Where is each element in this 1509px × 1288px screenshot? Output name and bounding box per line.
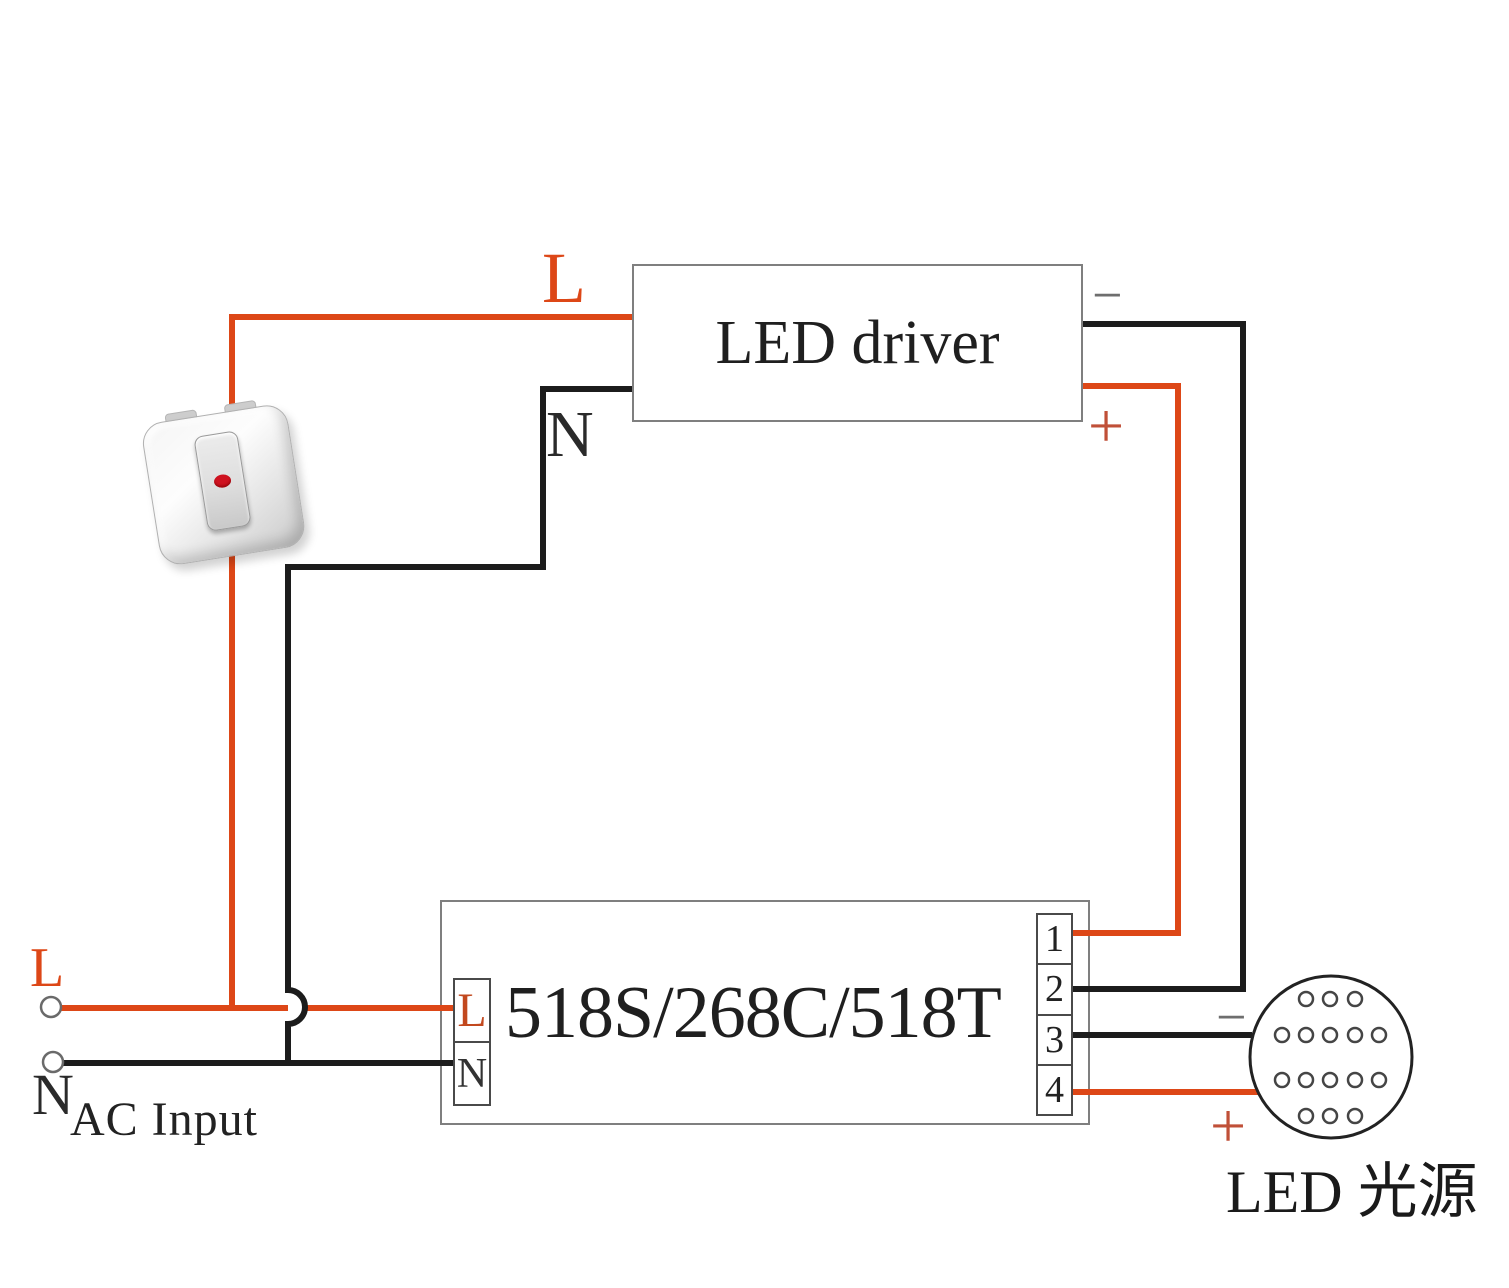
terminal-3: 3 — [1038, 1016, 1071, 1066]
ac-live-label: L — [30, 937, 65, 999]
controller-input-terminal-strip: L N — [453, 978, 491, 1106]
controller-box — [440, 900, 1090, 1125]
ac-live-terminal-circle — [39, 995, 63, 1019]
controller-output-terminal-strip: 1 2 3 4 — [1036, 913, 1073, 1116]
wire-live-driver-to-switch — [229, 314, 632, 1008]
terminal-2: 2 — [1038, 965, 1071, 1016]
controller-label: 518S/268C/518T — [505, 971, 1002, 1054]
wall-switch[interactable] — [139, 399, 308, 568]
switch-indicator-dot — [212, 473, 232, 489]
lamp-plus-sign: + — [1210, 1090, 1247, 1161]
wire-neutral-terminal2-to-driver-minus — [1073, 321, 1246, 992]
driver-plus-sign: + — [1088, 390, 1125, 461]
live-wire-label: L — [542, 238, 586, 318]
neutral-wire-label: N — [546, 398, 594, 471]
ac-neutral-label: N — [32, 1062, 74, 1127]
led-lamp-circle — [1248, 974, 1414, 1140]
terminal-1: 1 — [1038, 915, 1071, 966]
ac-input-caption: AC Input — [70, 1093, 258, 1146]
terminal-4: 4 — [1045, 1068, 1064, 1111]
lamp-minus-sign: − — [1216, 987, 1247, 1047]
terminal-l: L — [455, 980, 489, 1043]
driver-minus-sign: − — [1092, 265, 1123, 325]
wire-neutral-driver-to-ac — [285, 386, 632, 1063]
wire-live-terminal1-to-driver-plus — [1073, 383, 1181, 936]
ac-neutral-terminal-circle — [41, 1050, 65, 1074]
led-lamp-dots — [1273, 990, 1388, 1125]
lamp-caption: LED 光源 — [1226, 1159, 1478, 1225]
led-driver-label: LED driver — [715, 309, 1000, 377]
terminal-n: N — [456, 1050, 488, 1097]
led-driver-box — [632, 264, 1083, 422]
